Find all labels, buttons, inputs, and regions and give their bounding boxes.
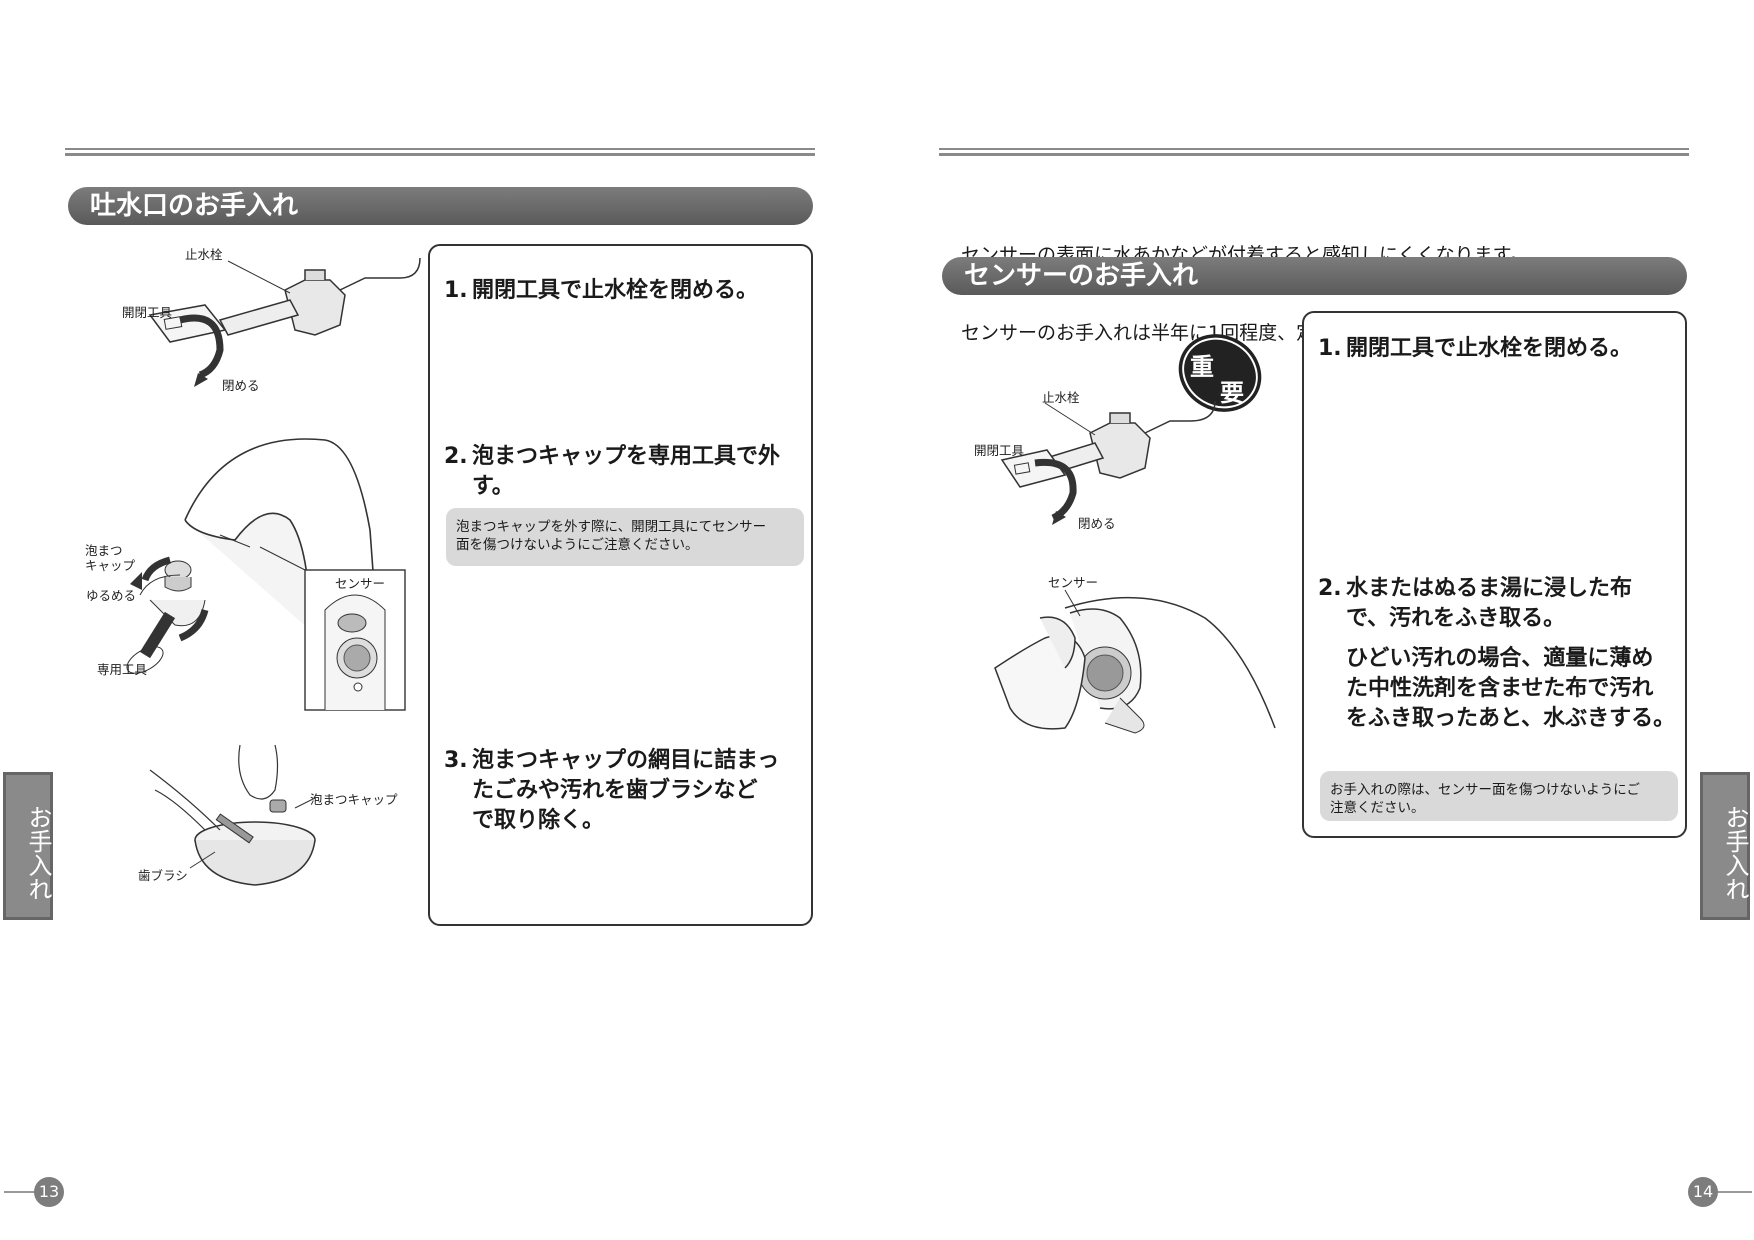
- step-text: 開閉工具で止水栓を閉める。: [1346, 336, 1633, 361]
- label-close: 閉める: [222, 378, 260, 393]
- step-text-cont: す。: [472, 474, 514, 499]
- note-line: 面を傷つけないようにご注意ください。: [456, 537, 699, 553]
- top-rule-left: [65, 148, 815, 156]
- label-special-tool: 専用工具: [97, 662, 148, 677]
- step-number: 2.: [444, 444, 468, 469]
- left-step-2: 2.泡まつキャップを専用工具で外 す。: [444, 442, 804, 502]
- valve-drawing: [1000, 400, 1216, 525]
- label-stop-valve: 止水栓: [185, 247, 223, 262]
- step-text: 泡まつキャップを専用工具で外: [472, 444, 781, 469]
- step-text: 水またはぬるま湯に浸した布: [1346, 576, 1633, 601]
- important-badge-shape: [1178, 334, 1262, 412]
- step-number: 1.: [444, 278, 468, 303]
- right-note: お手入れの際は、センサー面を傷つけないようにご 注意ください。: [1320, 771, 1678, 821]
- note-line: 注意ください。: [1330, 800, 1425, 816]
- label-stop-valve: 止水栓: [1042, 390, 1080, 405]
- label-sensor: センサー: [335, 576, 386, 591]
- valve-illustration-left: 止水栓 開閉工具 閉める: [100, 245, 421, 395]
- step-extra: ひどい汚れの場合、適量に薄め: [1346, 646, 1654, 671]
- steps-box-left: [428, 244, 813, 926]
- spout-illustration: 泡まつ キャップ ゆるめる 専用工具 センサー: [80, 435, 410, 715]
- label-toothbrush: 歯ブラシ: [138, 868, 188, 883]
- right-step-1: 1.開閉工具で止水栓を閉める。: [1318, 334, 1678, 364]
- page-footer-line-left: [4, 1191, 44, 1193]
- step-number: 2.: [1318, 576, 1342, 601]
- page-number-right: 14: [1688, 1177, 1718, 1207]
- step-number: 1.: [1318, 336, 1342, 361]
- side-tab-right: お手入れ: [1700, 772, 1750, 920]
- step-text-cont: たごみや汚れを歯ブラシなど: [472, 778, 758, 803]
- step-text-cont: で、汚れをふき取る。: [1346, 606, 1566, 631]
- page-number-left: 13: [34, 1177, 64, 1207]
- top-rule-right: [939, 148, 1689, 156]
- step-extra: をふき取ったあと、水ぶきする。: [1346, 706, 1676, 731]
- label-loosen: ゆるめる: [86, 588, 137, 603]
- note-line: 泡まつキャップを外す際に、開閉工具にてセンサー: [456, 519, 767, 535]
- sensor-wipe-drawing: [994, 589, 1276, 734]
- important-badge: 重 要: [1175, 333, 1265, 413]
- cleaning-illustration: 泡まつキャップ 歯ブラシ: [130, 740, 420, 900]
- step-text: 開閉工具で止水栓を閉める。: [472, 278, 759, 303]
- cleaning-drawing: [149, 744, 316, 886]
- step-text-cont: で取り除く。: [472, 808, 605, 833]
- spout-drawing: [126, 438, 406, 711]
- step-number: 3.: [444, 748, 468, 773]
- steps-box-right: [1302, 311, 1687, 838]
- section-title-spout-care: 吐水口のお手入れ: [68, 187, 813, 225]
- sensor-wipe-illustration: センサー: [985, 575, 1285, 768]
- label-close: 閉める: [1078, 516, 1116, 531]
- label-open-close-tool: 開閉工具: [974, 443, 1025, 458]
- section-title-sensor-care: センサーのお手入れ: [942, 257, 1687, 295]
- valve-illustration-right: 止水栓 開閉工具 閉める: [970, 385, 1230, 535]
- page-footer-line-right: [1712, 1191, 1752, 1193]
- label-sensor: センサー: [1048, 575, 1099, 590]
- step-text: 泡まつキャップの網目に詰まっ: [472, 748, 780, 773]
- badge-char-2: 要: [1220, 379, 1244, 407]
- label-open-close-tool: 開閉工具: [122, 305, 173, 320]
- label-aerator-cap: 泡まつ キャップ: [85, 543, 136, 573]
- left-step2-note: 泡まつキャップを外す際に、開閉工具にてセンサー 面を傷つけないようにご注意くださ…: [446, 508, 804, 566]
- note-line: お手入れの際は、センサー面を傷つけないようにご: [1330, 782, 1640, 798]
- label-aerator-cap-2: 泡まつキャップ: [310, 792, 398, 807]
- side-tab-left: お手入れ: [3, 772, 53, 920]
- left-step-3: 3.泡まつキャップの網目に詰まっ たごみや汚れを歯ブラシなど で取り除く。: [444, 746, 804, 836]
- valve-drawing: [148, 257, 421, 387]
- left-step-1: 1.開閉工具で止水栓を閉める。: [444, 276, 804, 306]
- badge-char-1: 重: [1190, 353, 1214, 381]
- right-step-2: 2.水またはぬるま湯に浸した布 で、汚れをふき取る。 ひどい汚れの場合、適量に薄…: [1318, 574, 1680, 734]
- step-extra: た中性洗剤を含ませた布で汚れ: [1346, 676, 1654, 701]
